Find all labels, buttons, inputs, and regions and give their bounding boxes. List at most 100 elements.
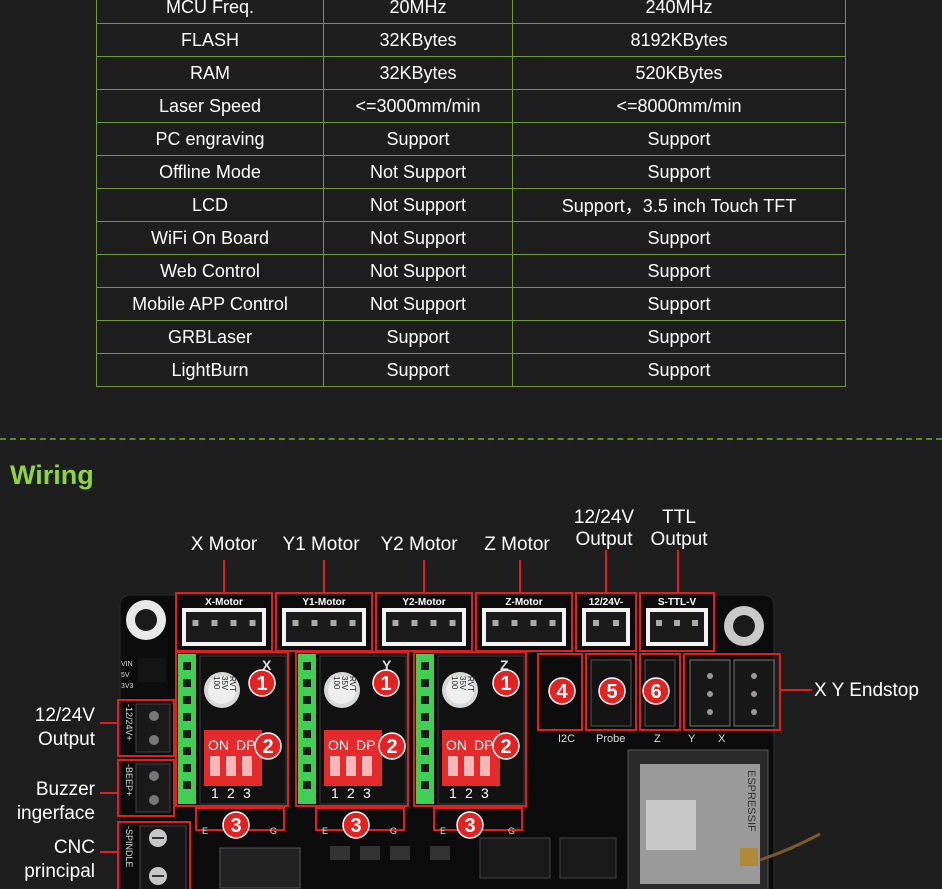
callout-number: 4	[556, 681, 568, 703]
jumper-e-label: E	[202, 826, 208, 836]
port-label-probe: Probe	[596, 733, 625, 745]
label-1224-output-top: 12/24V	[573, 507, 635, 528]
label-cnc-top: CNC	[53, 837, 95, 858]
section-divider	[0, 438, 942, 440]
spec-row: Laser Speed<=3000mm/min<=8000mm/min	[96, 89, 846, 123]
label-ttl-bottom: Output	[650, 529, 708, 550]
voltage-labels: VIN 5V 3V3	[121, 658, 166, 690]
spec-old-board-cell: 32KBytes	[323, 56, 513, 90]
spec-feature-cell: FLASH	[96, 23, 324, 57]
voltage-vin: VIN	[121, 661, 133, 668]
side-label-spindle: -SPINDLE	[124, 826, 134, 868]
spec-feature-cell: LCD	[96, 188, 324, 222]
spec-new-board-cell: Support	[512, 320, 846, 354]
capacitor-label: 100	[332, 676, 341, 690]
header-silkscreen: Z-Motor	[505, 597, 542, 608]
label-buzzer-bottom: ingerface	[16, 803, 95, 824]
callout-number: 5	[606, 681, 617, 703]
spec-old-board-cell: Not Support	[323, 287, 513, 321]
esp32-module: ESPRESSIF	[627, 749, 821, 889]
port-label-i2c: I2C	[558, 733, 575, 745]
driver-highlight	[413, 651, 527, 807]
spec-old-board-cell: Support	[323, 122, 513, 156]
spec-old-board-cell: <=3000mm/min	[323, 89, 513, 123]
spec-feature-cell: MCU Freq.	[96, 0, 324, 24]
axis-letter: X	[262, 657, 272, 673]
callout-marker	[456, 811, 484, 839]
left-connectors: -12/24V+ -BEEP+ -SPINDLE	[117, 699, 191, 889]
header-silkscreen: Y1-Motor	[302, 597, 345, 608]
callout-number: 1	[256, 673, 267, 695]
section-heading: Wiring	[10, 460, 94, 490]
label-z-motor: Z Motor	[484, 534, 550, 555]
dip-number: 2	[465, 785, 473, 801]
dip-dp-label: DP	[474, 737, 493, 753]
dip-number: 3	[481, 785, 489, 801]
voltage-3v3: 3V3	[121, 683, 134, 690]
spec-old-board-cell: Not Support	[323, 221, 513, 255]
label-x-motor: X Motor	[190, 534, 258, 555]
spec-feature-cell: Mobile APP Control	[96, 287, 324, 321]
callout-number: 6	[650, 681, 661, 703]
spec-old-board-cell: Not Support	[323, 254, 513, 288]
spec-new-board-cell: Support	[512, 155, 846, 189]
callout-number: 1	[500, 673, 511, 695]
callout-number: 3	[350, 815, 361, 837]
jumper-e-label: E	[322, 826, 328, 836]
callout-marker	[254, 732, 282, 760]
voltage-5v: 5V	[121, 672, 130, 679]
label-1224-output-bottom: Output	[575, 529, 633, 550]
driver-highlight	[295, 651, 409, 807]
spec-old-board-cell: Support	[323, 320, 513, 354]
spec-old-board-cell: Not Support	[323, 155, 513, 189]
label-y2-motor: Y2 Motor	[380, 534, 458, 555]
spec-new-board-cell: Support，3.5 inch Touch TFT	[512, 188, 846, 222]
header-highlight	[575, 592, 637, 652]
label-left-output-bottom: Output	[37, 729, 95, 750]
spec-new-board-cell: <=8000mm/min	[512, 89, 846, 123]
label-xy-endstop: X Y Endstop	[814, 680, 919, 701]
callout-marker	[248, 669, 276, 697]
spec-feature-cell: Laser Speed	[96, 89, 324, 123]
port-label-x: X	[718, 733, 726, 745]
callout-number: 3	[230, 815, 241, 837]
header-silkscreen: 12/24V-	[589, 597, 623, 608]
capacitor-label: RVT	[348, 676, 357, 692]
terminal-strip	[416, 654, 434, 804]
callout-marker	[372, 669, 400, 697]
spec-feature-cell: LightBurn	[96, 353, 324, 387]
callout-marker	[598, 677, 626, 705]
dip-number: 1	[449, 785, 457, 801]
dip-number: 3	[243, 785, 251, 801]
dip-number: 2	[227, 785, 235, 801]
spec-new-board-cell: Support	[512, 254, 846, 288]
spec-feature-cell: WiFi On Board	[96, 221, 324, 255]
spec-new-board-cell: 8192KBytes	[512, 23, 846, 57]
callout-marker	[378, 732, 406, 760]
dip-dp-label: DP	[236, 737, 255, 753]
terminal-strip	[178, 654, 196, 804]
side-label-1224: -12/24V+	[124, 704, 134, 741]
callout-number: 2	[386, 736, 397, 758]
callout-marker	[492, 669, 520, 697]
dip-number: 1	[331, 785, 339, 801]
label-cnc-bottom: principal	[24, 861, 95, 882]
callout-number: 3	[464, 815, 475, 837]
capacitor-label: 35V	[340, 676, 349, 691]
capacitor-label: 100	[212, 676, 221, 690]
spec-new-board-cell: Support	[512, 122, 846, 156]
callout-marker	[492, 732, 520, 760]
header-highlight	[639, 592, 715, 652]
side-label-beep: -BEEP+	[124, 764, 134, 796]
dip-on-label: ON	[446, 737, 467, 753]
